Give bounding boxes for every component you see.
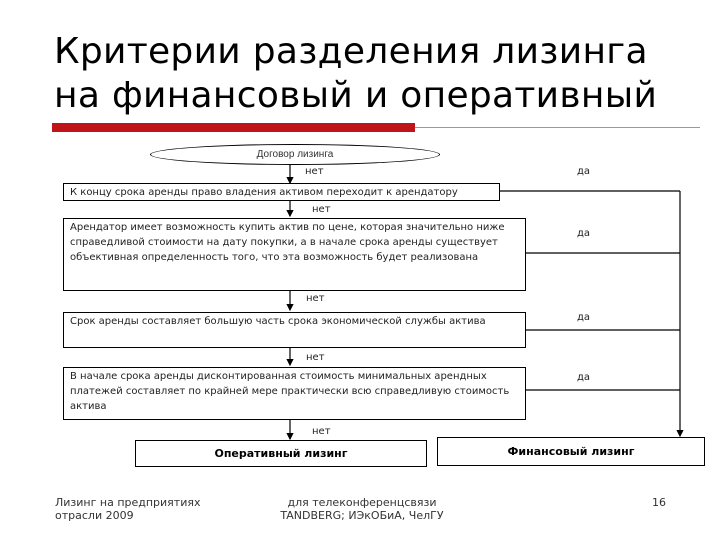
financial-lease-box: Финансовый лизинг xyxy=(437,437,705,466)
criterion-text-1: Арендатор имеет возможность купить актив… xyxy=(70,222,505,263)
criterion-box-3: В начале срока аренды дисконтированная с… xyxy=(63,367,526,420)
footer-center: для телеконференцсвязи TANDBERG; ИЭкОБиА… xyxy=(280,496,444,522)
yes-label-3: да xyxy=(577,372,591,383)
no-label-0: нет xyxy=(305,166,324,177)
yes-label-1: да xyxy=(577,228,591,239)
criterion-box-2: Срок аренды составляет большую часть сро… xyxy=(63,312,526,348)
title-divider xyxy=(415,127,700,128)
operating-lease-label: Оперативный лизинг xyxy=(214,447,348,460)
operating-lease-box: Оперативный лизинг xyxy=(135,440,427,467)
criterion-box-0: К концу срока аренды право владения акти… xyxy=(63,183,500,201)
criterion-text-0: К концу срока аренды право владения акти… xyxy=(70,187,458,198)
no-label-1: нет xyxy=(312,204,331,215)
footer-left: Лизинг на предприятиях отрасли 2009 xyxy=(55,496,201,522)
criterion-text-2: Срок аренды составляет большую часть сро… xyxy=(70,316,486,327)
slide-title: Критерии разделения лизинга на финансовы… xyxy=(54,30,694,118)
title-accent-bar xyxy=(52,123,415,132)
title-line-2: на финансовый и оперативный xyxy=(54,75,658,116)
page-number: 16 xyxy=(652,496,666,509)
no-label-4: нет xyxy=(312,426,331,437)
start-node: Договор лизинга xyxy=(150,144,440,165)
yes-label-0: да xyxy=(577,166,591,177)
no-label-2: нет xyxy=(306,293,325,304)
criterion-box-1: Арендатор имеет возможность купить актив… xyxy=(63,218,526,291)
yes-label-2: да xyxy=(577,312,591,323)
no-label-3: нет xyxy=(306,352,325,363)
criterion-text-3: В начале срока аренды дисконтированная с… xyxy=(70,371,510,412)
financial-lease-label: Финансовый лизинг xyxy=(507,445,635,458)
title-line-1: Критерии разделения лизинга xyxy=(54,31,648,72)
